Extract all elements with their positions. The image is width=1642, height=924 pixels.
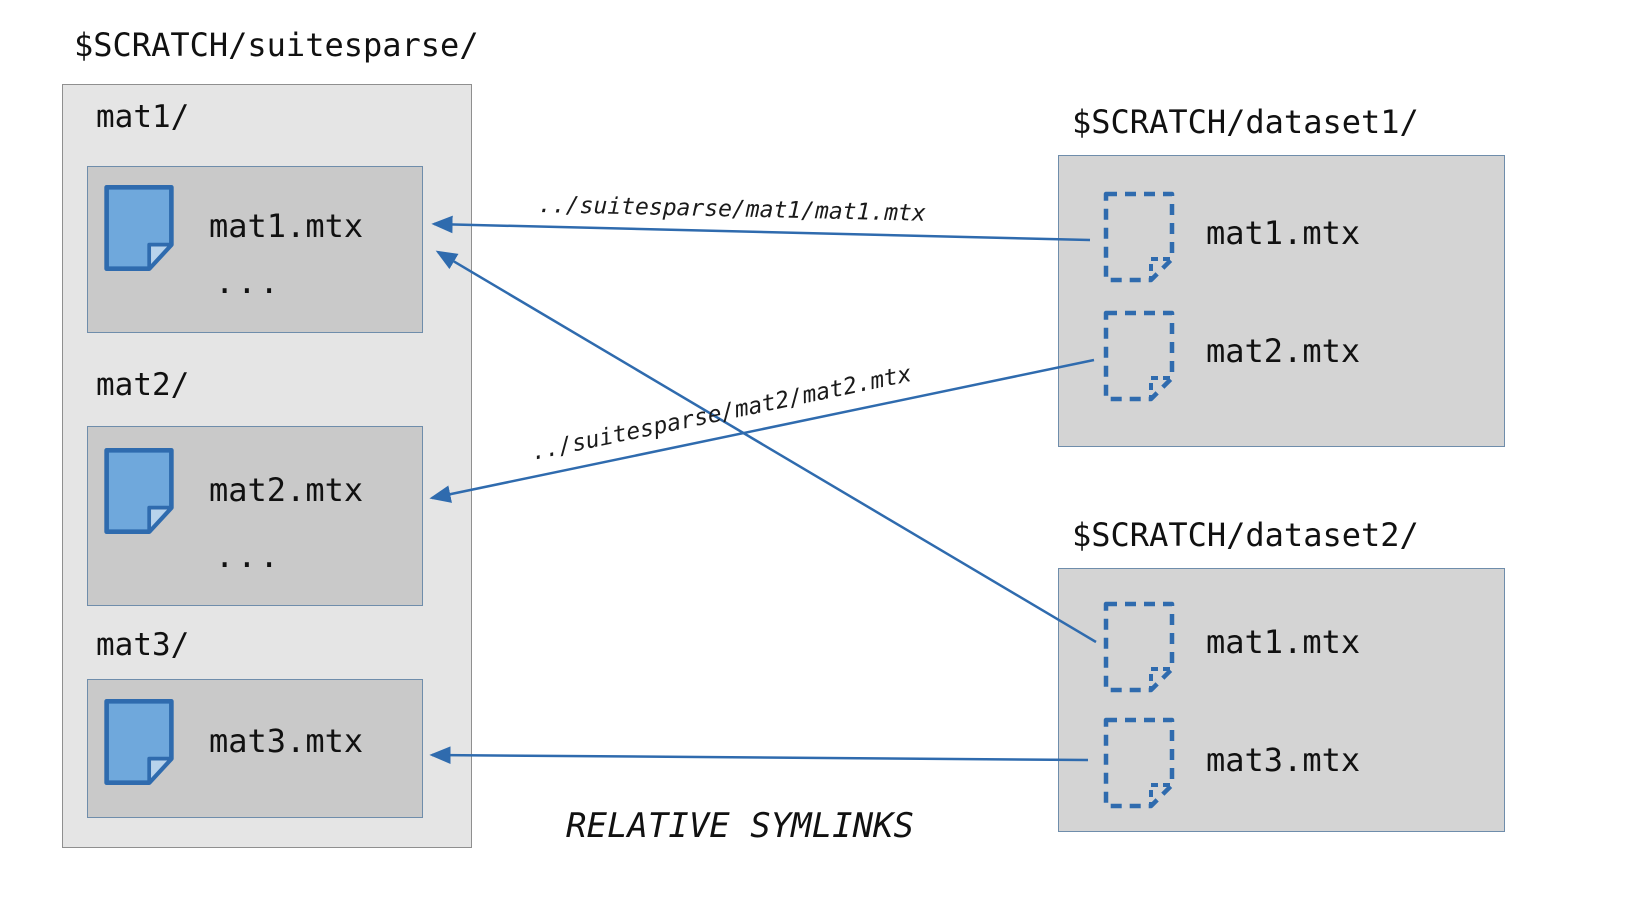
- symlink-arrow-dataset2-mat1: [435, 250, 1097, 644]
- symlink-file-icon: [1099, 308, 1179, 404]
- dataset2-directory-box: mat1.mtx mat3.mtx: [1058, 568, 1505, 832]
- symlink-path-label-mat1: ../suitesparse/mat1/mat1.mtx: [538, 192, 926, 227]
- symlink-file-icon: [1099, 715, 1179, 811]
- folder-box-mat3: mat3.mtx: [87, 679, 423, 818]
- file-icon: [102, 182, 176, 274]
- symlink-file-name: mat3.mtx: [1206, 741, 1361, 779]
- more-files-ellipsis: ...: [215, 263, 282, 301]
- symlink-file-name: mat2.mtx: [1206, 332, 1361, 370]
- symlink-path-label-mat2: ../suitesparse/mat2/mat2.mtx: [529, 361, 914, 466]
- file-name: mat2.mtx: [209, 471, 364, 509]
- folder-box-mat1: mat1.mtx ...: [87, 166, 423, 333]
- folder-label-mat3: mat3/: [96, 627, 190, 663]
- file-icon: [102, 696, 176, 788]
- more-files-ellipsis: ...: [215, 537, 282, 575]
- dataset1-directory-box: mat1.mtx mat2.mtx: [1058, 155, 1505, 447]
- symlink-arrow-dataset1-mat2: [429, 358, 1095, 503]
- folder-label-mat2: mat2/: [96, 367, 190, 403]
- symlink-arrow-dataset1-mat1: [431, 215, 1091, 242]
- dataset1-title: $SCRATCH/dataset1/: [1072, 103, 1419, 141]
- symlink-file-icon: [1099, 599, 1179, 695]
- folder-box-mat2: mat2.mtx ...: [87, 426, 423, 606]
- diagram-caption: RELATIVE SYMLINKS: [566, 806, 914, 846]
- suitesparse-directory-box: mat1/ mat1.mtx ... mat2/ mat2.mtx ...: [62, 84, 472, 848]
- symlink-arrow-dataset2-mat3: [429, 746, 1089, 764]
- suitesparse-title: $SCRATCH/suitesparse/: [74, 26, 479, 64]
- file-name: mat1.mtx: [209, 207, 364, 245]
- folder-label-mat1: mat1/: [96, 99, 190, 135]
- file-name: mat3.mtx: [209, 722, 364, 760]
- symlink-file-name: mat1.mtx: [1206, 214, 1361, 252]
- symlink-file-icon: [1099, 189, 1179, 285]
- symlink-file-name: mat1.mtx: [1206, 623, 1361, 661]
- file-icon: [102, 445, 176, 537]
- dataset2-title: $SCRATCH/dataset2/: [1072, 516, 1419, 554]
